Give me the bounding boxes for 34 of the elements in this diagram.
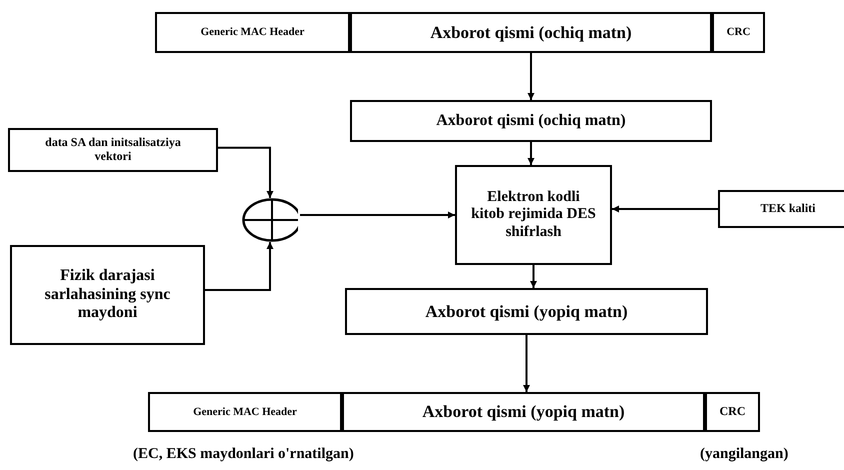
box-text: Generic MAC Header xyxy=(193,406,297,418)
process-box xyxy=(712,12,765,53)
note-text: (yangilangan) xyxy=(700,446,788,463)
process-box xyxy=(705,392,760,432)
process-box xyxy=(148,392,342,432)
arrow xyxy=(205,242,274,291)
box-text: Axborot qismi (ochiq matn) xyxy=(436,112,626,130)
box-text: Fizik darajasi sarlahasining sync maydoni xyxy=(44,267,172,323)
box-text: Elektron kodli kitob rejimida DES shifrlash xyxy=(471,189,596,241)
box-text: CRC xyxy=(720,405,746,419)
arrow xyxy=(612,206,718,212)
box-text: CRC xyxy=(726,26,750,39)
box-text: Axborot qismi (yopiq matn) xyxy=(422,402,625,422)
arrow xyxy=(530,265,537,288)
process-box xyxy=(350,12,712,53)
process-box xyxy=(8,128,218,172)
process-box xyxy=(350,100,712,142)
process-box xyxy=(455,165,612,265)
box-text: Axborot qismi (yopiq matn) xyxy=(425,302,628,322)
arrow xyxy=(523,335,530,392)
box-text: Generic MAC Header xyxy=(200,26,304,39)
box-text: data SA dan initsalisatziya vektori xyxy=(44,136,182,164)
arrow xyxy=(300,212,455,218)
arrow xyxy=(218,146,274,198)
box-text: TEK kaliti xyxy=(760,202,816,216)
note-text: (EC, EKS maydonlari o'rnatilgan) xyxy=(133,446,354,463)
process-box xyxy=(10,245,205,345)
process-box xyxy=(345,288,708,335)
process-box xyxy=(342,392,705,432)
box-text: Axborot qismi (ochiq matn) xyxy=(430,22,632,42)
arrow xyxy=(528,53,534,100)
process-box xyxy=(718,190,844,228)
arrow xyxy=(528,142,534,165)
process-box xyxy=(155,12,350,53)
